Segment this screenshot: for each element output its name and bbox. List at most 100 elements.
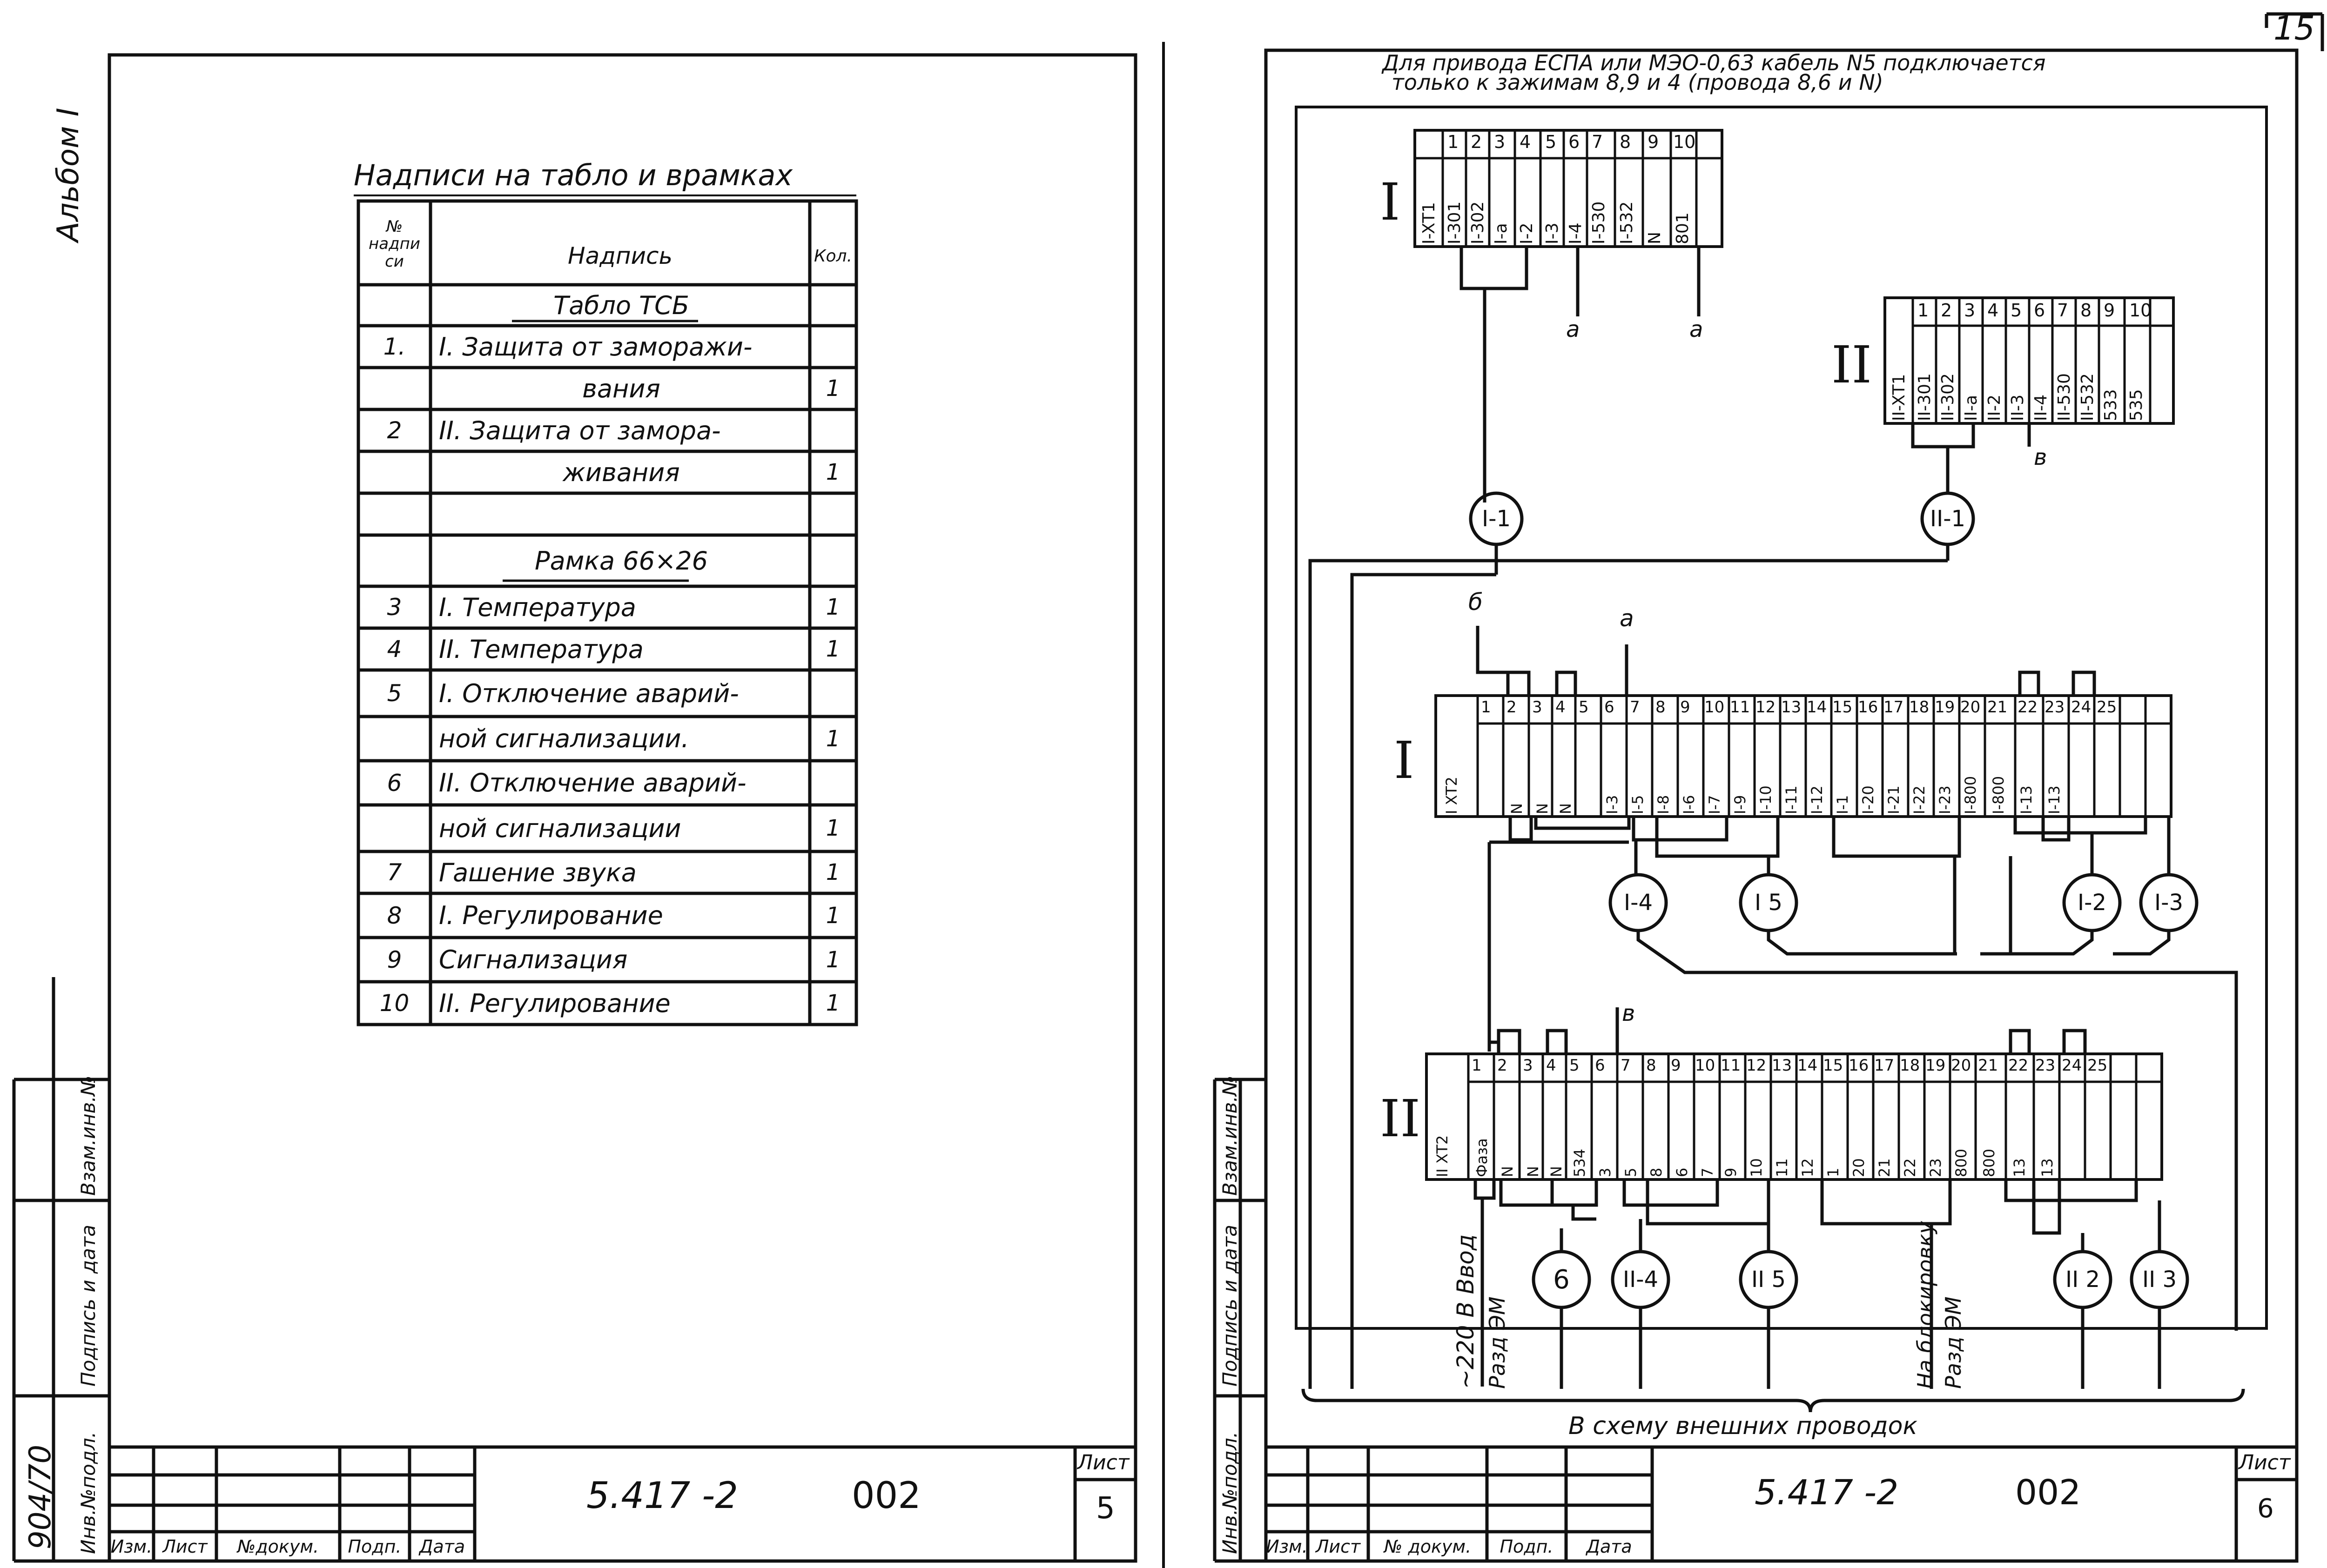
terminal-label: I-20 (1859, 785, 1877, 814)
terminal-label: I-3 (1603, 795, 1621, 814)
terminal-label: N (1533, 803, 1551, 814)
terminal-label: I-a (1492, 223, 1511, 244)
note-line-1: Для привода ЕСПА или МЭО-0,63 кабель N5 … (1382, 50, 2046, 75)
circle-II-3: II 3 (2142, 1266, 2177, 1293)
terminal-label: I-11 (1782, 785, 1800, 814)
terminal-label: I-22 (1910, 785, 1928, 814)
terminal-number: 9 (1671, 1056, 1681, 1075)
terminal-number: 15 (1832, 698, 1853, 717)
terminal-number: 7 (1630, 698, 1640, 717)
terminal-label: I-532 (1617, 201, 1636, 244)
terminal-number: 16 (1858, 698, 1878, 717)
terminal-number: 22 (2008, 1056, 2029, 1075)
terminal-number: 2 (1506, 698, 1517, 717)
terminal-number: 18 (1900, 1056, 1920, 1075)
table-cell-text: Табло ТСБ (553, 290, 689, 320)
terminal-number: 21 (1978, 1056, 1998, 1075)
circle-II-5: II 5 (1751, 1266, 1786, 1293)
terminal-number: 5 (1545, 132, 1557, 152)
table-cell-qty: 1 (826, 859, 841, 885)
side-label-podpis-data: Подпись и дата (77, 1225, 100, 1387)
table-cell-qty (810, 409, 856, 451)
doc-code-right: 5.417 -2 (1755, 1473, 1899, 1513)
terminal-number: 19 (1935, 698, 1955, 717)
table-cell-text: II. Защита от замора- (439, 415, 721, 445)
side-label-vzam-inv-r: Взам.инв.№ (1218, 1075, 1241, 1196)
circle-I-3: I-3 (2154, 890, 2183, 916)
terminal-number: 15 (1823, 1056, 1843, 1075)
terminal-number: 5 (1579, 698, 1589, 717)
terminal-number: 25 (2097, 698, 2117, 717)
terminal-label: 1 (1824, 1167, 1842, 1177)
terminal-number: 6 (1595, 1056, 1605, 1075)
stamp-col-label: Дата (419, 1536, 465, 1557)
sheet-number: 5 (1096, 1491, 1115, 1526)
terminal-number: 1 (1917, 300, 1929, 321)
wire-letter-a3: а (1620, 605, 1634, 632)
terminal-label: I-6 (1680, 795, 1698, 814)
terminal-label: 534 (1571, 1148, 1588, 1177)
terminal-number: 7 (1592, 132, 1603, 152)
sheet-label: Лист (1077, 1451, 1130, 1474)
table-cell-text: живания (563, 457, 680, 487)
terminal-label: II-XT1 (1890, 374, 1909, 421)
terminal-number: 5 (2011, 300, 2022, 321)
terminal-number: 8 (1655, 698, 1666, 717)
terminal-label: I-XT1 (1419, 202, 1439, 244)
table-cell-text: вания (582, 374, 660, 403)
terminal-label: I-21 (1885, 785, 1903, 814)
terminal-label: 7 (1699, 1167, 1716, 1177)
terminal-number: 17 (1883, 698, 1904, 717)
header-text: Надпись (568, 242, 673, 269)
table-cell-num: 8 (387, 902, 402, 929)
terminal-label: 23 (1927, 1158, 1944, 1177)
table-cell-num: 10 (379, 990, 410, 1017)
terminal-label: 801 (1673, 212, 1692, 244)
table-cell-qty: 1 (826, 902, 841, 929)
table-cell-text: II. Температура (439, 634, 644, 664)
terminal-label: II-a (1962, 395, 1981, 421)
table-cell-qty: 1 (826, 990, 841, 1016)
table-cell-text: I. Регулирование (439, 901, 663, 930)
stamp-col-label: Лист (162, 1536, 208, 1557)
terminal-number: 2 (1471, 132, 1482, 152)
terminal-label: 535 (2127, 389, 2146, 421)
terminal-number: 23 (2035, 1056, 2056, 1075)
terminal-label: 11 (1773, 1158, 1791, 1177)
sheet-label-right: Лист (2239, 1451, 2291, 1474)
block-I-xt2-roman: I (1394, 730, 1414, 790)
table-cell-num: 4 (387, 636, 402, 663)
table-cell-qty (810, 493, 856, 535)
terminal-number: 10 (1695, 1056, 1715, 1075)
terminal-label: II-4 (2031, 394, 2051, 421)
terminal-label: I-800 (1962, 776, 1979, 814)
table-cell-text: II. Регулирование (439, 988, 671, 1018)
table-cell-text (435, 493, 811, 535)
sheet-number-right: 6 (2257, 1494, 2274, 1524)
terminal-label: N (1508, 803, 1526, 814)
terminal-number: 3 (1964, 300, 1976, 321)
terminal-number: 11 (1721, 1056, 1741, 1075)
table-cell-num: 1. (383, 333, 406, 360)
terminal-number: 8 (1646, 1056, 1656, 1075)
terminal-label: I-13 (2018, 785, 2035, 814)
external-wiring-note: В схему внешних проводок (1568, 1412, 1917, 1440)
table-cell-text: ной сигнализации (439, 813, 681, 843)
archive-number: 904/70 (23, 1444, 58, 1549)
terminal-label: I-530 (1589, 201, 1608, 244)
terminal-number: 6 (1604, 698, 1614, 717)
table-cell-num: 9 (387, 946, 402, 973)
terminal-label: I-7 (1706, 795, 1723, 814)
terminal-label: 5 (1622, 1167, 1640, 1177)
stamp-col-label: Подп. (348, 1536, 402, 1557)
side-label-vzam-inv: Взам.инв.№ (77, 1075, 100, 1196)
terminal-number: 2 (1497, 1056, 1507, 1075)
side-label-podpis-data-r: Подпись и дата (1218, 1225, 1241, 1387)
terminal-number: 16 (1849, 1056, 1869, 1075)
circle-6: 6 (1553, 1264, 1570, 1295)
terminal-number: 23 (2045, 698, 2065, 717)
table-cell-num (358, 535, 430, 586)
label-na-blokirovku: На блокировку (1913, 1221, 1938, 1389)
terminal-label: I-4 (1566, 222, 1585, 244)
terminal-label: 800 (1980, 1148, 1998, 1177)
